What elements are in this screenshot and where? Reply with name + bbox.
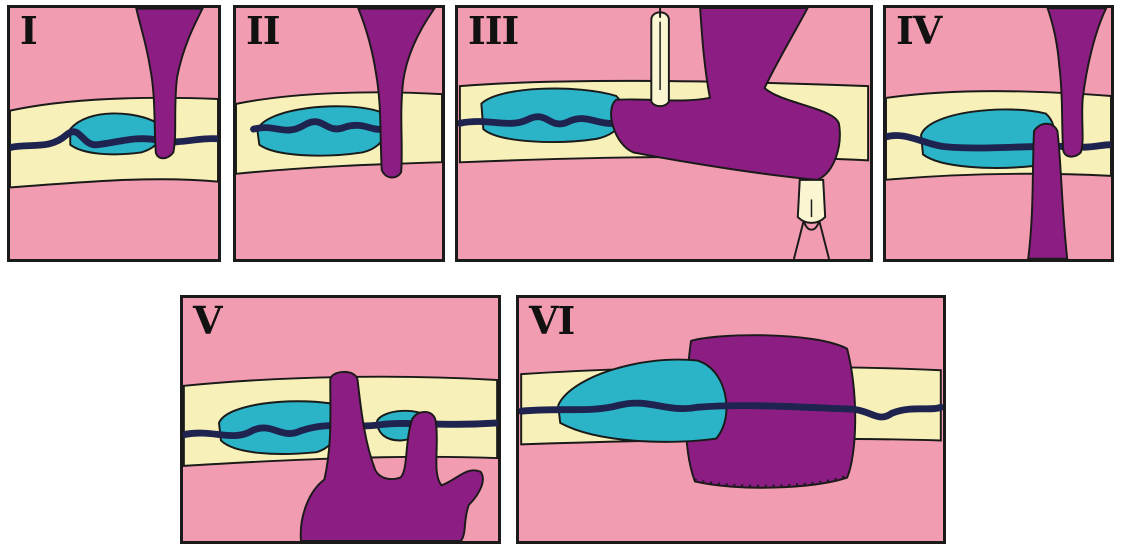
panel-5-illustration — [183, 298, 498, 541]
panel-label: I — [20, 12, 37, 50]
panel-label: IV — [896, 12, 941, 50]
panel-3-illustration — [458, 8, 870, 259]
panel-5: V — [180, 295, 501, 544]
panel-6-illustration — [519, 298, 943, 541]
lesion — [481, 89, 624, 142]
panel-label: V — [193, 302, 221, 340]
panel-4: IV — [883, 5, 1114, 262]
panel-2: II — [233, 5, 445, 262]
panel-1: I — [7, 5, 221, 262]
panel-1-illustration — [10, 8, 218, 259]
clip-top — [651, 8, 669, 106]
panel-label: III — [468, 12, 518, 50]
panel-3: III — [455, 5, 873, 262]
lesion — [70, 113, 161, 154]
panel-6: VI — [516, 295, 946, 544]
panel-label: VI — [529, 302, 574, 340]
panel-label: II — [246, 12, 280, 50]
clip-bottom — [794, 180, 829, 259]
